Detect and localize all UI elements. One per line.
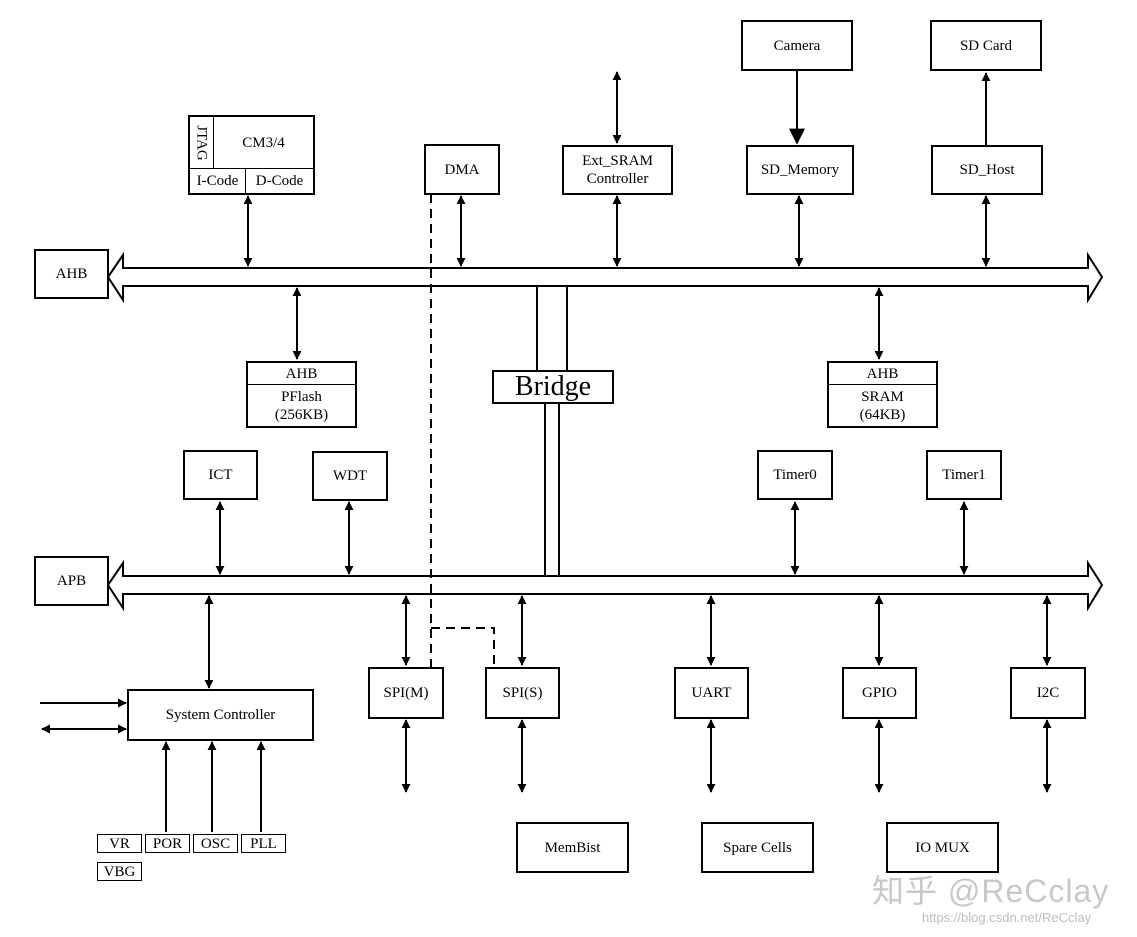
ahb-bus-arrow	[106, 251, 1104, 304]
membist-block: MemBist	[516, 822, 629, 873]
apb-bus-arrow	[106, 559, 1104, 612]
ahb-bus-label: AHB	[34, 249, 109, 299]
por-block: POR	[145, 834, 190, 853]
wdt-block: WDT	[312, 451, 388, 501]
pflash-label: PFlash (256KB)	[274, 388, 329, 423]
jtag-label: JTAG	[190, 117, 214, 169]
sd-memory-block: SD_Memory	[746, 145, 854, 195]
bridge-lower-pipe	[544, 402, 560, 577]
cpu-core-label: CM3/4	[214, 117, 313, 169]
system-controller-block: System Controller	[127, 689, 314, 741]
pll-block: PLL	[241, 834, 286, 853]
vr-block: VR	[97, 834, 142, 853]
icode-port-label: I-Code	[190, 169, 246, 193]
timer0-block: Timer0	[757, 450, 833, 500]
bridge-label: Bridge	[492, 370, 614, 404]
pflash-bus-label: AHB	[248, 363, 355, 385]
vbg-block: VBG	[97, 862, 142, 881]
pflash-block: AHB PFlash (256KB)	[246, 361, 357, 428]
spi-slave-block: SPI(S)	[485, 667, 560, 719]
io-mux-block: IO MUX	[886, 822, 999, 873]
osc-block: OSC	[193, 834, 238, 853]
ext-sram-controller-block: Ext_SRAM Controller	[562, 145, 673, 195]
timer1-block: Timer1	[926, 450, 1002, 500]
gpio-block: GPIO	[842, 667, 917, 719]
sram-label: SRAM (64KB)	[859, 388, 906, 423]
bridge-upper-pipe	[536, 285, 568, 373]
sram-block: AHB SRAM (64KB)	[827, 361, 938, 428]
watermark-url: https://blog.csdn.net/ReCclay	[922, 910, 1092, 925]
uart-block: UART	[674, 667, 749, 719]
ict-block: ICT	[183, 450, 258, 500]
spare-cells-block: Spare Cells	[701, 822, 814, 873]
camera-block: Camera	[741, 20, 853, 71]
sd-host-block: SD_Host	[931, 145, 1043, 195]
dma-block: DMA	[424, 144, 500, 195]
sram-bus-label: AHB	[829, 363, 936, 385]
cpu-block: JTAG CM3/4 I-Code D-Code	[188, 115, 315, 195]
apb-bus-label: APB	[34, 556, 109, 606]
sd-card-block: SD Card	[930, 20, 1042, 71]
spi-master-block: SPI(M)	[368, 667, 444, 719]
dma-spis-dashed-branch	[431, 627, 495, 668]
dcode-port-label: D-Code	[255, 173, 304, 189]
i2c-block: I2C	[1010, 667, 1086, 719]
watermark-brand: 知乎 @ReCclay	[872, 873, 1110, 909]
